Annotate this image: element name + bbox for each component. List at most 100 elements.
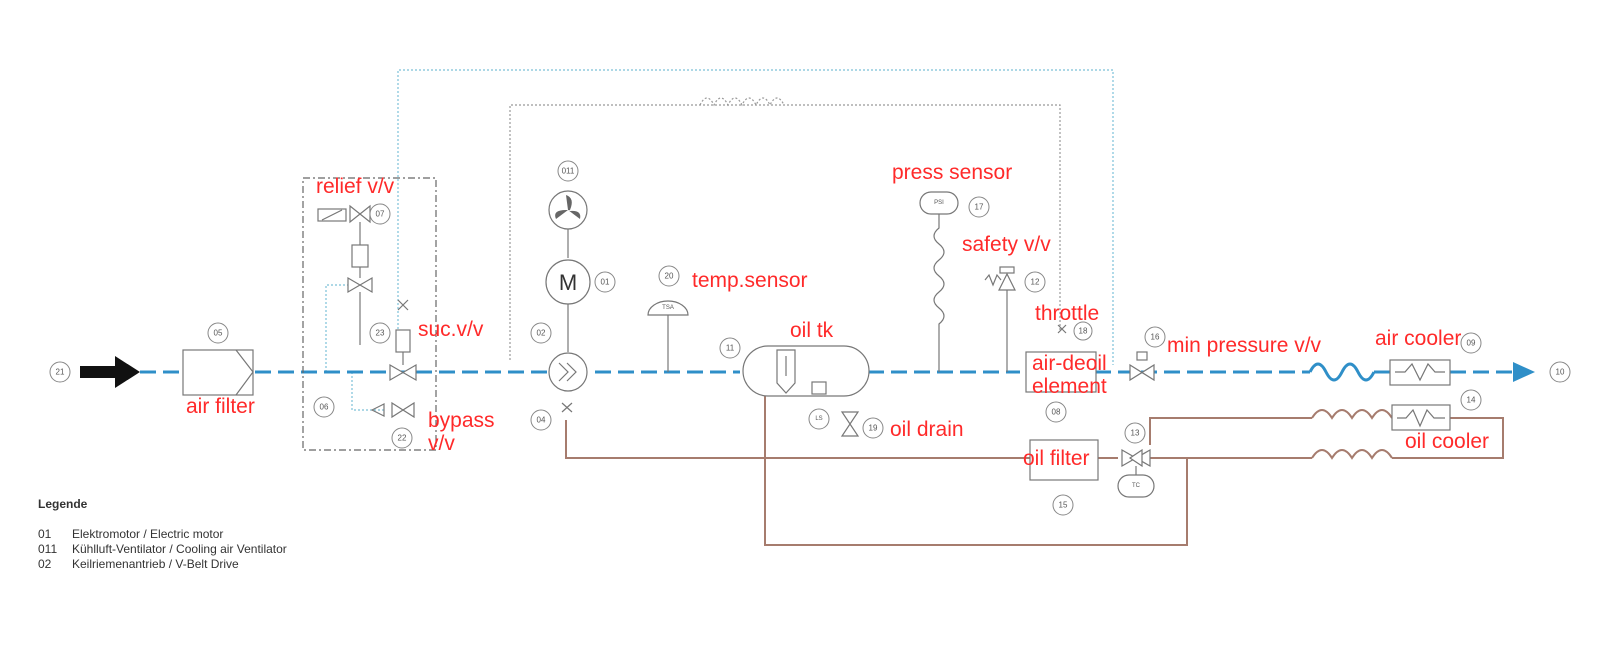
oil-line-top bbox=[1149, 417, 1312, 445]
temp-sensor-symbol bbox=[647, 300, 689, 316]
regulation-frame bbox=[302, 177, 437, 451]
label-air-deoil-1: air-deoil bbox=[1032, 352, 1107, 375]
label-throttle: throttle bbox=[1035, 302, 1099, 325]
tag-15 bbox=[1052, 494, 1074, 516]
air-filter-element bbox=[235, 349, 254, 396]
tag-17-text: 17 bbox=[975, 203, 984, 212]
tag-17 bbox=[968, 196, 990, 218]
thermostat-code: TC bbox=[1132, 483, 1141, 489]
tag-06 bbox=[313, 396, 335, 418]
label-suction-valve: suc.v/v bbox=[418, 318, 484, 341]
tag-04 bbox=[530, 409, 552, 431]
legend-crop-mask bbox=[30, 575, 350, 587]
bypass-valve-symbol bbox=[391, 401, 415, 419]
legend-text-01: Elektromotor / Electric motor bbox=[72, 527, 223, 541]
oil-coil-upper bbox=[1311, 409, 1393, 420]
label-temp-sensor: temp.sensor bbox=[692, 269, 808, 292]
oil-cooler-coil bbox=[1397, 408, 1445, 428]
legend-title: Legende bbox=[38, 497, 88, 511]
tag-11 bbox=[719, 337, 741, 359]
label-air-filter: air filter bbox=[186, 395, 255, 418]
tag-07 bbox=[369, 203, 391, 225]
tag-10-text: 10 bbox=[1556, 368, 1565, 377]
outlet-arrow-icon bbox=[1513, 362, 1535, 382]
tag-10 bbox=[1549, 361, 1571, 383]
level-indicator bbox=[808, 408, 830, 430]
fan-blades-icon bbox=[555, 195, 581, 219]
tag-04-text: 04 bbox=[537, 416, 546, 425]
tag-08 bbox=[1045, 401, 1067, 423]
oil-filter-symbol bbox=[1029, 439, 1099, 481]
air-coil bbox=[1308, 362, 1376, 382]
suction-valve-actuator bbox=[395, 329, 411, 353]
inlet-arrow-shaft bbox=[80, 366, 118, 378]
control-line-outer bbox=[397, 69, 1114, 365]
tag-13-text: 13 bbox=[1131, 429, 1140, 438]
orifice-oil-inlet bbox=[561, 402, 573, 413]
tag-09 bbox=[1460, 332, 1482, 354]
thermostatic-valve-port bbox=[1128, 448, 1143, 468]
tag-011 bbox=[557, 160, 579, 182]
control-line-inner bbox=[509, 104, 1061, 360]
tag-15-text: 15 bbox=[1059, 501, 1068, 510]
legend-text-011: Kühlluft-Ventilator / Cooling air Ventil… bbox=[72, 542, 287, 556]
tag-12 bbox=[1024, 271, 1046, 293]
tag-20 bbox=[658, 265, 680, 287]
tag-09-text: 09 bbox=[1467, 339, 1476, 348]
tag-14-text: 14 bbox=[1467, 396, 1476, 405]
legend-code-011: 011 bbox=[38, 542, 57, 556]
press-sensor-coil bbox=[933, 214, 945, 372]
tag-22 bbox=[391, 427, 413, 449]
tag-23-text: 23 bbox=[376, 329, 385, 338]
separator-insert bbox=[776, 349, 796, 394]
label-safety-valve: safety v/v bbox=[962, 233, 1051, 256]
air-deoil-element-symbol bbox=[1025, 351, 1097, 393]
air-cooler-coil bbox=[1395, 362, 1445, 382]
throttle-symbol bbox=[1057, 324, 1067, 334]
label-relief-valve: relief v/v bbox=[316, 175, 395, 198]
tag-21 bbox=[49, 361, 71, 383]
label-oil-tank: oil tk bbox=[790, 319, 834, 342]
label-bypass-2: v/v bbox=[428, 432, 455, 455]
safety-valve-spring bbox=[984, 273, 1002, 287]
tag-05 bbox=[207, 322, 229, 344]
control-line-suction bbox=[325, 284, 352, 372]
level-sight-glass bbox=[811, 381, 827, 395]
tag-22-text: 22 bbox=[398, 434, 407, 443]
control-line-bypass bbox=[351, 372, 385, 411]
label-oil-drain: oil drain bbox=[890, 418, 964, 441]
tag-11-text: 11 bbox=[726, 344, 735, 353]
press-sensor-code: PSI bbox=[934, 200, 944, 206]
temp-sensor-code: TSA bbox=[662, 305, 674, 311]
tag-18-text: 18 bbox=[1079, 327, 1088, 336]
tag-07-text: 07 bbox=[376, 210, 385, 219]
safety-valve-cap bbox=[999, 266, 1015, 274]
tag-02-text: 02 bbox=[537, 329, 546, 338]
label-oil-cooler: oil cooler bbox=[1405, 430, 1489, 453]
actuator-upper bbox=[351, 244, 369, 268]
label-min-pressure-valve: min pressure v/v bbox=[1167, 334, 1322, 357]
tag-20-text: 20 bbox=[665, 272, 674, 281]
label-oil-filter: oil filter bbox=[1023, 447, 1090, 470]
tag-12-text: 12 bbox=[1031, 278, 1040, 287]
tag-19 bbox=[862, 417, 884, 439]
tag-01-text: 01 bbox=[601, 278, 610, 287]
label-air-cooler: air cooler bbox=[1375, 327, 1461, 350]
tag-14 bbox=[1460, 389, 1482, 411]
tag-18 bbox=[1073, 321, 1093, 341]
min-pressure-valve-symbol bbox=[1129, 363, 1155, 382]
tag-19-text: 19 bbox=[869, 424, 878, 433]
relief-valve-symbol bbox=[349, 204, 371, 224]
drain-valve-symbol bbox=[840, 411, 860, 437]
tag-011-text: 011 bbox=[562, 167, 575, 176]
tag-21-text: 21 bbox=[56, 368, 65, 377]
tag-02 bbox=[530, 322, 552, 344]
actuator-valve bbox=[347, 276, 373, 294]
inlet-arrow-icon bbox=[115, 356, 140, 388]
tag-08-text: 08 bbox=[1052, 408, 1061, 417]
oil-tank-symbol bbox=[742, 345, 870, 397]
label-air-deoil-2: element bbox=[1032, 375, 1107, 398]
tag-16 bbox=[1144, 326, 1166, 348]
legend-code-01: 01 bbox=[38, 527, 52, 541]
